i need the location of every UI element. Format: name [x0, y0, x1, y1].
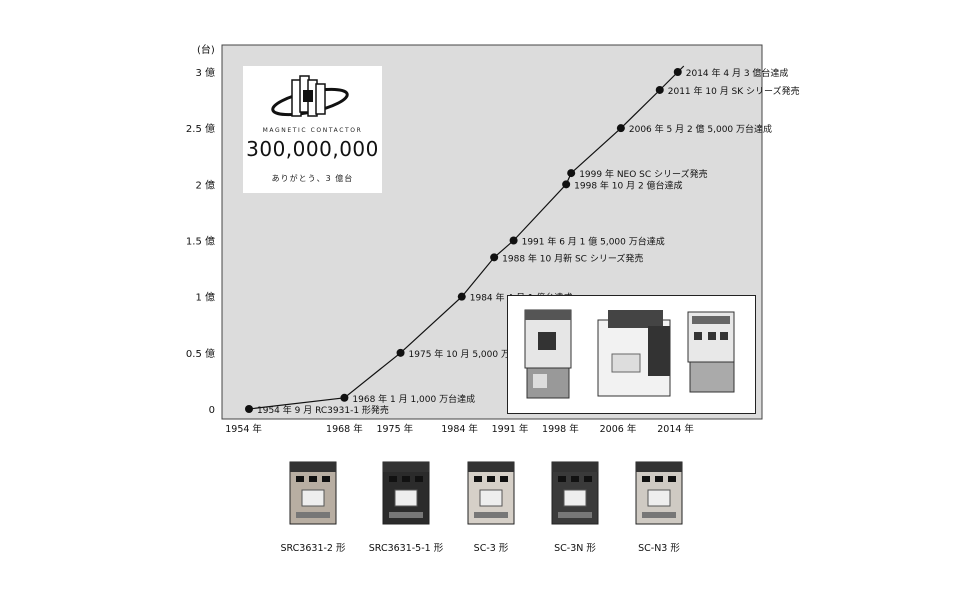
data-point: [562, 180, 571, 189]
milestone-label: 1975 年 10 月 5,000 万台達成: [409, 348, 537, 360]
data-point: [245, 405, 253, 413]
milestone-label: 1998 年 10 月 2 億台達成: [574, 179, 682, 191]
contactor-logo-icon: [271, 75, 349, 117]
logo-top-text: MAGNETIC CONTACTOR: [262, 127, 363, 134]
milestone-label: 1999 年 NEO SC シリーズ発売: [579, 168, 707, 180]
data-point: [457, 292, 466, 301]
data-point: [340, 393, 349, 402]
product-name: SC-N3 形: [638, 543, 680, 554]
product-image: [548, 458, 602, 528]
product-image: [286, 458, 340, 528]
series-line: [248, 65, 685, 410]
product-image: [632, 458, 686, 528]
y-tick-label: 3 億: [195, 66, 215, 79]
y-tick-label: 1.5 億: [186, 235, 215, 248]
product-image: [464, 458, 518, 528]
x-tick-label: 1968 年: [326, 423, 363, 435]
data-point: [616, 124, 625, 133]
milestone-label: 2011 年 10 月 SK シリーズ発売: [668, 85, 800, 97]
y-tick-label: 2 億: [195, 178, 215, 191]
milestone-label: 1968 年 1 月 1,000 万台達成: [352, 393, 475, 405]
milestone-label: 2006 年 5 月 2 億 5,000 万台達成: [629, 123, 772, 135]
x-tick-label: 1984 年: [441, 423, 478, 435]
product-image: [379, 458, 433, 528]
product-photo-inset: [507, 295, 756, 414]
data-point: [509, 236, 518, 245]
y-tick-label: 0.5 億: [186, 347, 215, 360]
product-name: SRC3631-5-1 形: [368, 543, 444, 554]
x-tick-label: 1954 年: [225, 423, 262, 435]
data-point: [490, 253, 499, 262]
milestone-label: 1954 年 9 月 RC3931-1 形発売: [257, 404, 389, 416]
contactor-photos-image: [524, 309, 735, 399]
x-tick-label: 1975 年: [376, 423, 413, 435]
milestone-label: 1991 年 6 月 1 億 5,000 万台達成: [522, 236, 665, 248]
data-point: [673, 68, 682, 76]
x-tick-label: 1991 年: [492, 423, 529, 435]
logo-subtitle: ありがとう、3 億台: [271, 174, 354, 183]
logo-300-million: MAGNETIC CONTACTOR 300,000,000 ありがとう、3 億…: [243, 66, 382, 193]
x-tick-label: 1998 年: [542, 423, 579, 435]
x-tick-label: 2006 年: [600, 423, 637, 435]
y-tick-label: 0: [209, 405, 215, 416]
data-point: [396, 348, 405, 357]
data-point: [655, 85, 664, 94]
product-name: SC-3 形: [473, 543, 509, 554]
y-tick-label: 1 億: [195, 291, 215, 304]
product-name: SRC3631-2 形: [280, 543, 346, 554]
milestone-label: 2014 年 4 月 3 億台達成: [686, 67, 789, 79]
milestone-label: 1988 年 10 月新 SC シリーズ発売: [502, 252, 643, 264]
y-unit-label: (台): [197, 43, 215, 56]
logo-number: 300,000,000: [246, 137, 379, 161]
data-point: [567, 169, 576, 178]
product-name: SC-3N 形: [554, 543, 596, 554]
x-tick-label: 2014 年: [657, 423, 694, 435]
y-tick-label: 2.5 億: [186, 122, 215, 135]
